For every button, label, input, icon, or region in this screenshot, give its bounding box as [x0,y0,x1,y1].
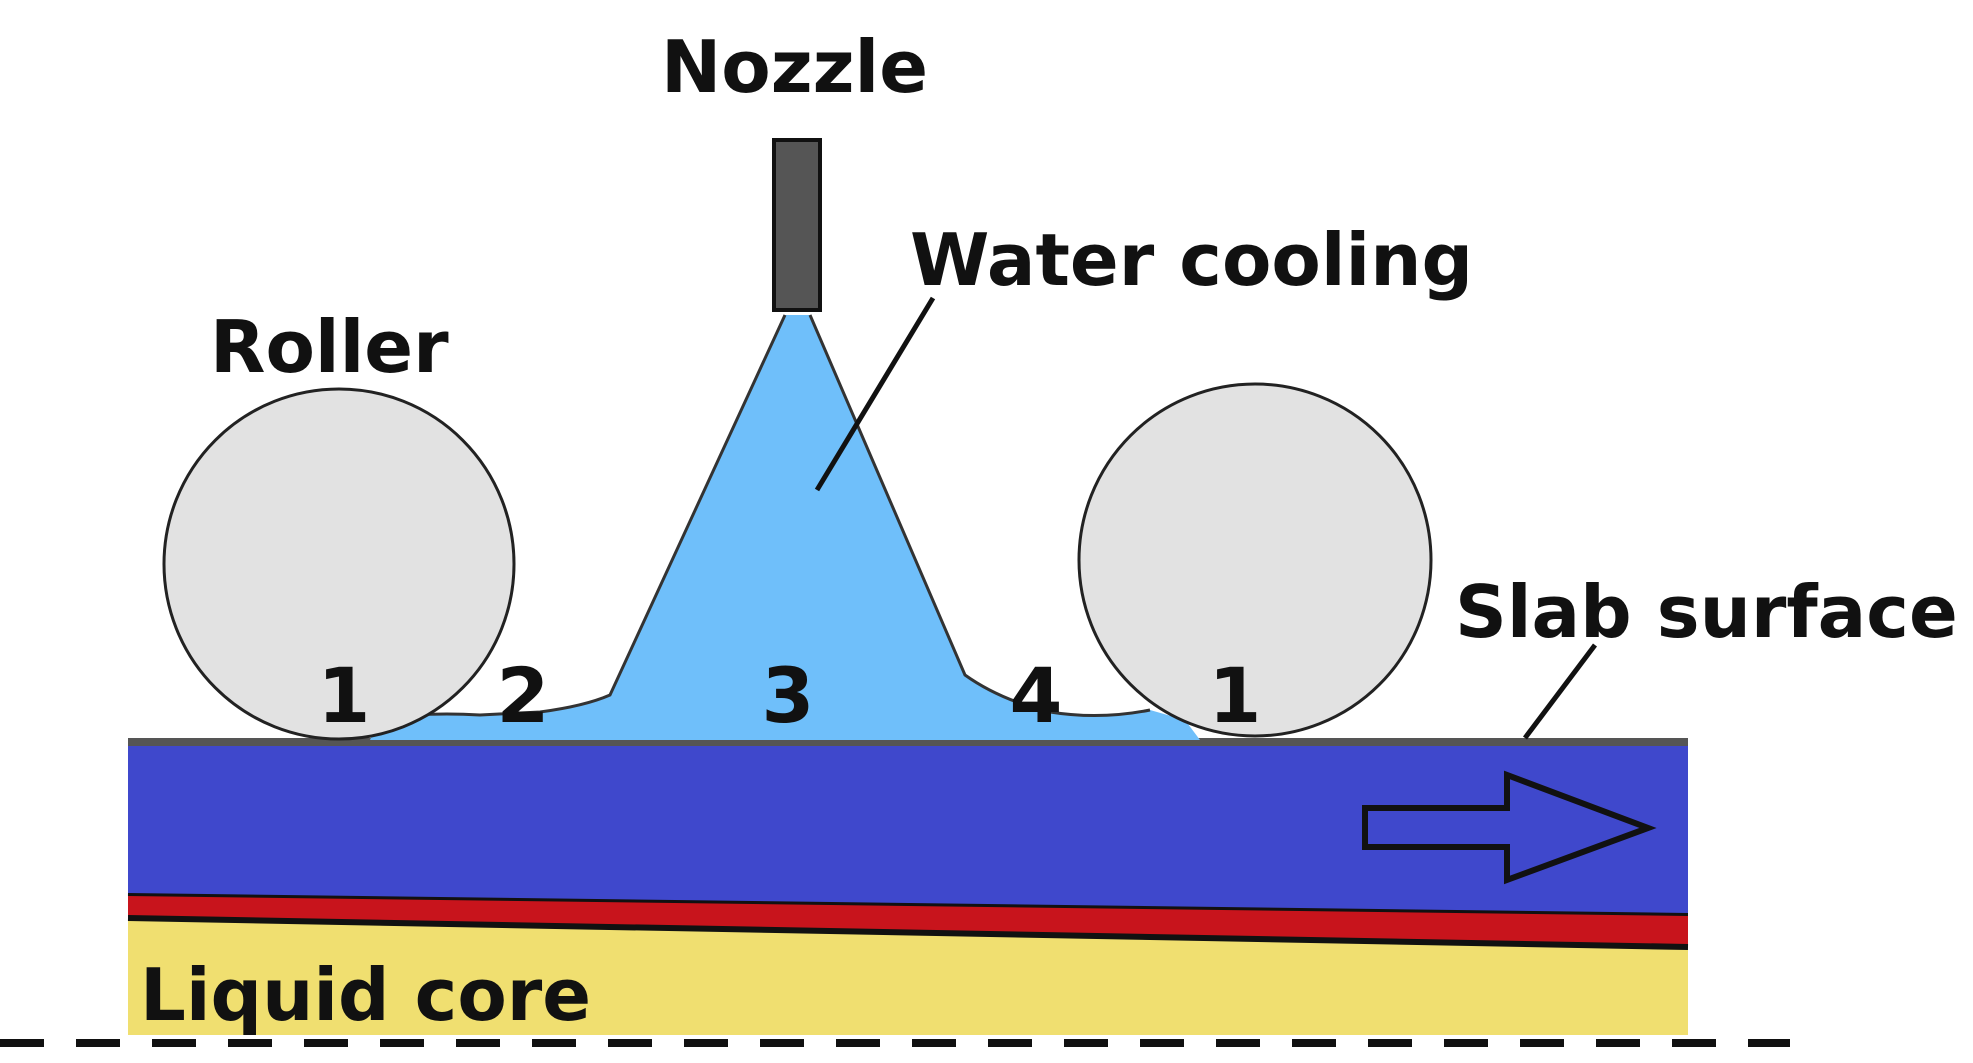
water-spray [370,315,1200,740]
water-cooling-label: Water cooling [910,218,1473,302]
core-boundary-line [127,915,1689,950]
nozzle-label: Nozzle [661,25,928,109]
slab-surface-leader [1523,643,1597,740]
zone-label: 2 [497,651,550,740]
left-roller [162,387,516,741]
zone-label: 1 [318,651,371,740]
slab-surface-label: Slab surface [1455,570,1958,654]
water-cooling-leader [814,296,936,492]
hot-layer [128,893,1688,947]
slab-surface-line [128,738,1688,746]
right-arrow-icon [1362,770,1657,885]
slab-shell [128,742,1688,913]
liquid-core-region [128,918,1688,1035]
right-roller [1077,382,1433,738]
zone-label: 1 [1209,651,1262,740]
zone-label: 4 [1010,651,1063,740]
nozzle-body [772,138,822,312]
roller-label: Roller [210,305,449,389]
zone-label: 3 [762,651,815,740]
liquid-core-label: Liquid core [140,953,591,1037]
